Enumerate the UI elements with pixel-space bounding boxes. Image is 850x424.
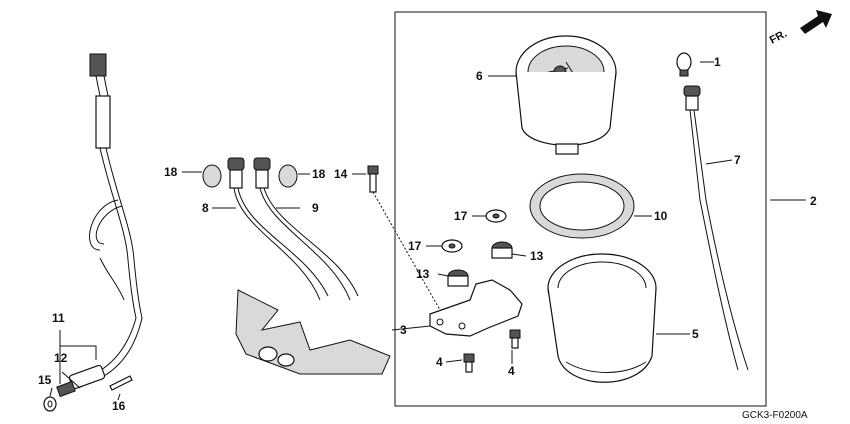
callout-17-lower: 17: [408, 239, 422, 253]
callout-7: 7: [734, 153, 741, 167]
nut-13-left: [447, 269, 469, 287]
callout-1: 1: [714, 55, 721, 69]
front-direction-indicator: FR.: [768, 10, 832, 47]
callout-8: 8: [202, 201, 209, 215]
drawing-code: GCK3-F0200A: [742, 410, 808, 421]
callout-18-left: 18: [164, 165, 178, 179]
assembly-frame: [394, 11, 767, 407]
cable-lower-fitting: [68, 364, 106, 390]
bulb-socket-8: [227, 157, 329, 301]
callout-2: 2: [810, 194, 817, 208]
callout-3: 3: [400, 323, 407, 337]
screw-16: [109, 375, 133, 391]
callout-14: 14: [334, 167, 348, 181]
front-arrow-icon: [800, 10, 832, 34]
front-label: FR.: [768, 28, 789, 47]
screw-4-left: [463, 353, 475, 373]
callout-4-left: 4: [436, 355, 443, 369]
callout-10: 10: [654, 209, 668, 223]
indicator-bulb-1: [676, 52, 692, 77]
screw-14: [367, 165, 379, 193]
callout-18-right: 18: [312, 167, 326, 181]
callout-12: 12: [54, 351, 68, 365]
meter-case-5: [547, 253, 657, 383]
rubber-cap-18-right: [278, 164, 298, 188]
bulb-socket-7: [683, 85, 749, 371]
callout-17-upper: 17: [454, 209, 468, 223]
screw-4-right: [509, 329, 521, 349]
bulb-socket-9: [253, 157, 359, 301]
callout-4-right: 4: [508, 364, 515, 378]
leader-lines: [49, 61, 806, 401]
meter-bracket-3: [429, 279, 523, 337]
speedometer-6: [515, 35, 617, 155]
cable-upper-fitting: [89, 53, 107, 77]
callout-13-right: 13: [530, 249, 544, 263]
lower-cover-panel: [235, 289, 391, 375]
callout-5: 5: [692, 327, 699, 341]
callout-15: 15: [38, 373, 52, 387]
callout-labels: 1 2 3 4 4 5 6 7 8 9 10 11 12 13 13 14 15…: [38, 55, 817, 413]
callout-13-left: 13: [416, 267, 430, 281]
callout-16: 16: [112, 399, 126, 413]
rubber-cap-18-left: [202, 164, 222, 188]
nut-13-right: [491, 241, 513, 259]
speedometer-cable: [56, 53, 143, 398]
callout-6: 6: [476, 69, 483, 83]
callout-9: 9: [312, 201, 319, 215]
washer-15: [43, 396, 57, 412]
callout-11: 11: [52, 311, 65, 325]
